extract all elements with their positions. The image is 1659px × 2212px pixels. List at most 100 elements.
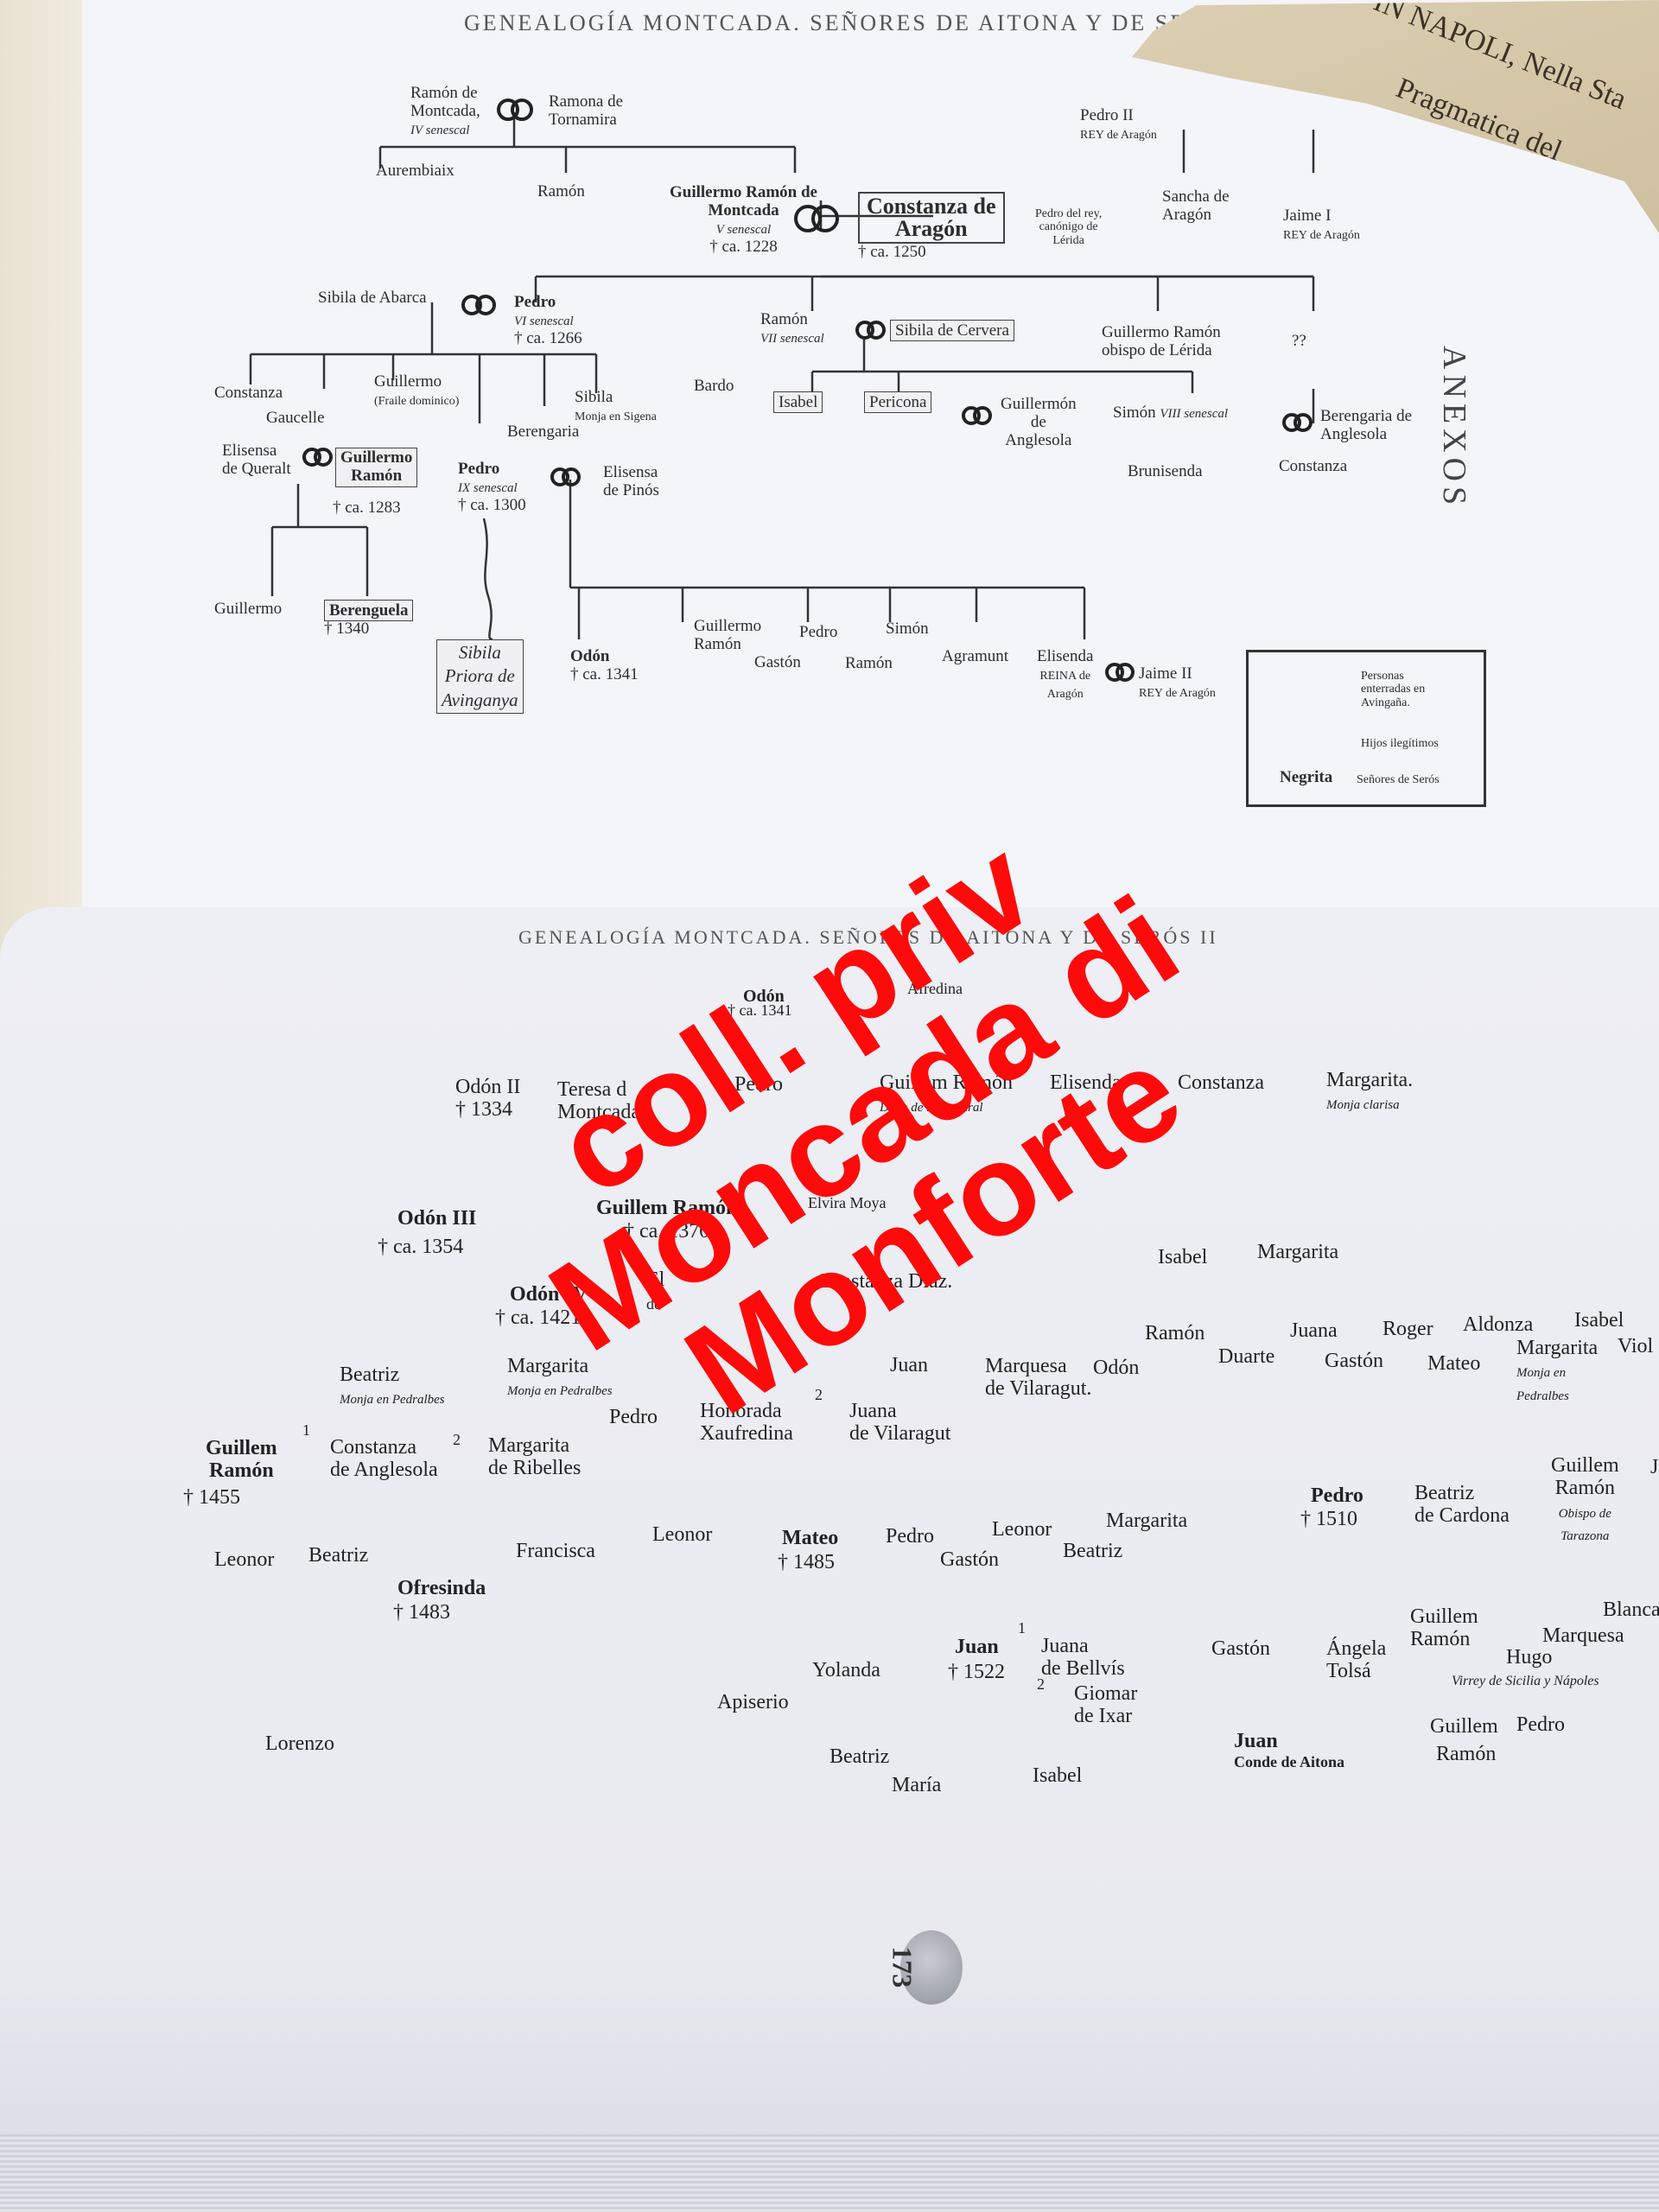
person-guillem-ramon-b: GuillemRamón bbox=[206, 1437, 277, 1483]
person-guillem-ramon-b-date: † 1455 bbox=[183, 1486, 240, 1509]
marriage-number-1c: 1 bbox=[1018, 1620, 1026, 1637]
person-pedro-c: Pedro bbox=[1311, 1484, 1363, 1507]
person-beatriz-d: Beatriz bbox=[1063, 1540, 1122, 1562]
person-isabel-c: Isabel bbox=[1574, 1309, 1624, 1332]
person-blanca: Blanca bbox=[1603, 1599, 1659, 1621]
person-gaston-d: Gastón bbox=[1211, 1637, 1270, 1660]
person-ramon-c: Ramón bbox=[845, 655, 893, 673]
person-agramunt: Agramunt bbox=[942, 648, 1008, 666]
person-viol: Viol bbox=[1618, 1335, 1653, 1357]
person-elisenda: ElisendaREINA deAragón bbox=[1037, 648, 1093, 702]
page-number: 173 bbox=[887, 1947, 918, 1988]
person-maria: María bbox=[892, 1774, 941, 1796]
person-leonor-c: Leonor bbox=[992, 1518, 1052, 1541]
person-margarita: Margarita bbox=[1257, 1241, 1338, 1263]
person-ofresinda: Ofresinda bbox=[397, 1577, 486, 1599]
marriage-number-2: 2 bbox=[453, 1432, 461, 1449]
marriage-number-2c: 2 bbox=[1037, 1676, 1045, 1694]
person-leonor: Leonor bbox=[214, 1548, 274, 1571]
person-juan-c-title: Conde de Aitona bbox=[1234, 1754, 1344, 1771]
person-margarita-clarisa: Margarita.Monja clarisa bbox=[1326, 1069, 1413, 1115]
person-simon-c: Simón bbox=[886, 620, 929, 639]
person-beatriz-b: Beatriz bbox=[308, 1544, 368, 1567]
person-berengaria: Berengaria bbox=[507, 423, 579, 442]
person-duarte: Duarte bbox=[1218, 1345, 1274, 1368]
person-sibila-abarca: Sibila de Abarca bbox=[318, 289, 427, 308]
person-hugo: Hugo bbox=[1506, 1646, 1552, 1669]
person-mateo-b-date: † 1485 bbox=[778, 1551, 835, 1573]
person-simon-viii: Simón VIII senescal bbox=[1113, 404, 1228, 423]
person-giomar: Giomarde Ixar bbox=[1074, 1682, 1137, 1728]
person-aldonza: Aldonza bbox=[1463, 1313, 1533, 1336]
person-j: J bbox=[1650, 1456, 1658, 1478]
person-berengaria-anglesola: Berengaria deAnglesola bbox=[1320, 408, 1412, 444]
person-constanza-c: Constanza bbox=[1279, 458, 1347, 476]
person-juan-b-date: † 1522 bbox=[948, 1661, 1005, 1683]
person-berenguela: Berenguela† 1340 bbox=[324, 602, 413, 639]
person-hugo-title: Virrey de Sicilia y Nápoles bbox=[1452, 1674, 1599, 1689]
person-constanza-b: Constanza bbox=[214, 385, 283, 403]
person-odon: Odón† ca. 1341 bbox=[570, 648, 639, 684]
person-yolanda: Yolanda bbox=[812, 1659, 880, 1681]
person-pedro-c-date: † 1510 bbox=[1300, 1508, 1357, 1530]
person-apiserio: Apiserio bbox=[717, 1691, 789, 1713]
person-guillermon: GuillermóndeAnglesola bbox=[1001, 396, 1077, 450]
person-d1283: † ca. 1283 bbox=[333, 499, 401, 518]
person-lorenzo: Lorenzo bbox=[265, 1732, 334, 1755]
marriage-number-1b: 1 bbox=[302, 1422, 310, 1440]
legend-negrita: Negrita bbox=[1280, 769, 1332, 787]
person-beatriz-e: Beatriz bbox=[830, 1745, 889, 1768]
person-mateo: Mateo bbox=[1427, 1352, 1480, 1375]
legend-hijos: Hijos ilegítimos bbox=[1361, 737, 1439, 750]
person-ofresinda-date: † 1483 bbox=[393, 1601, 450, 1624]
person-aurembiaix: Aurembiaix bbox=[376, 162, 454, 181]
person-beatriz: BeatrizMonja en Pedralbes bbox=[340, 1363, 445, 1409]
person-marquesa-b: Marquesa bbox=[1542, 1624, 1624, 1647]
person-margarita-d: Margarita bbox=[1106, 1510, 1187, 1532]
person-gaston: Gastón bbox=[754, 654, 801, 672]
person-odon-ii: Odón II† 1334 bbox=[455, 1076, 520, 1122]
person-ramon-vii: RamónVII senescal bbox=[760, 311, 824, 347]
person-pedro-d: Pedro bbox=[886, 1525, 934, 1548]
person-unknown: ?? bbox=[1292, 333, 1306, 351]
person-roger: Roger bbox=[1382, 1318, 1433, 1340]
person-mateo-b: Mateo bbox=[782, 1527, 838, 1549]
person-ramon-e: Ramón bbox=[1436, 1743, 1496, 1765]
person-pedro-c: Pedro bbox=[799, 624, 837, 642]
person-isabel-d: Isabel bbox=[1033, 1764, 1082, 1787]
legend: Personasenterradas enAvingaña. Hijos ile… bbox=[1246, 650, 1486, 807]
person-guillermo-fraile: Guillermo(Fraile dominico) bbox=[374, 373, 459, 410]
person-pericona: Pericona bbox=[864, 394, 931, 412]
person-guillermo-c: Guillermo bbox=[214, 601, 282, 619]
legend-personas: Personasenterradas enAvingaña. bbox=[1361, 670, 1425, 709]
person-pedro-vi: PedroVI senescal† ca. 1266 bbox=[514, 294, 582, 348]
person-juan: Juan bbox=[890, 1354, 928, 1376]
person-odon-b: Odón bbox=[1093, 1357, 1139, 1379]
person-sibila-cervera: Sibila de Cervera bbox=[890, 322, 1014, 340]
person-ramon: Ramón bbox=[537, 183, 585, 201]
person-pedro-e: Pedro bbox=[1516, 1713, 1565, 1736]
person-juan-b: Juan bbox=[955, 1636, 999, 1658]
